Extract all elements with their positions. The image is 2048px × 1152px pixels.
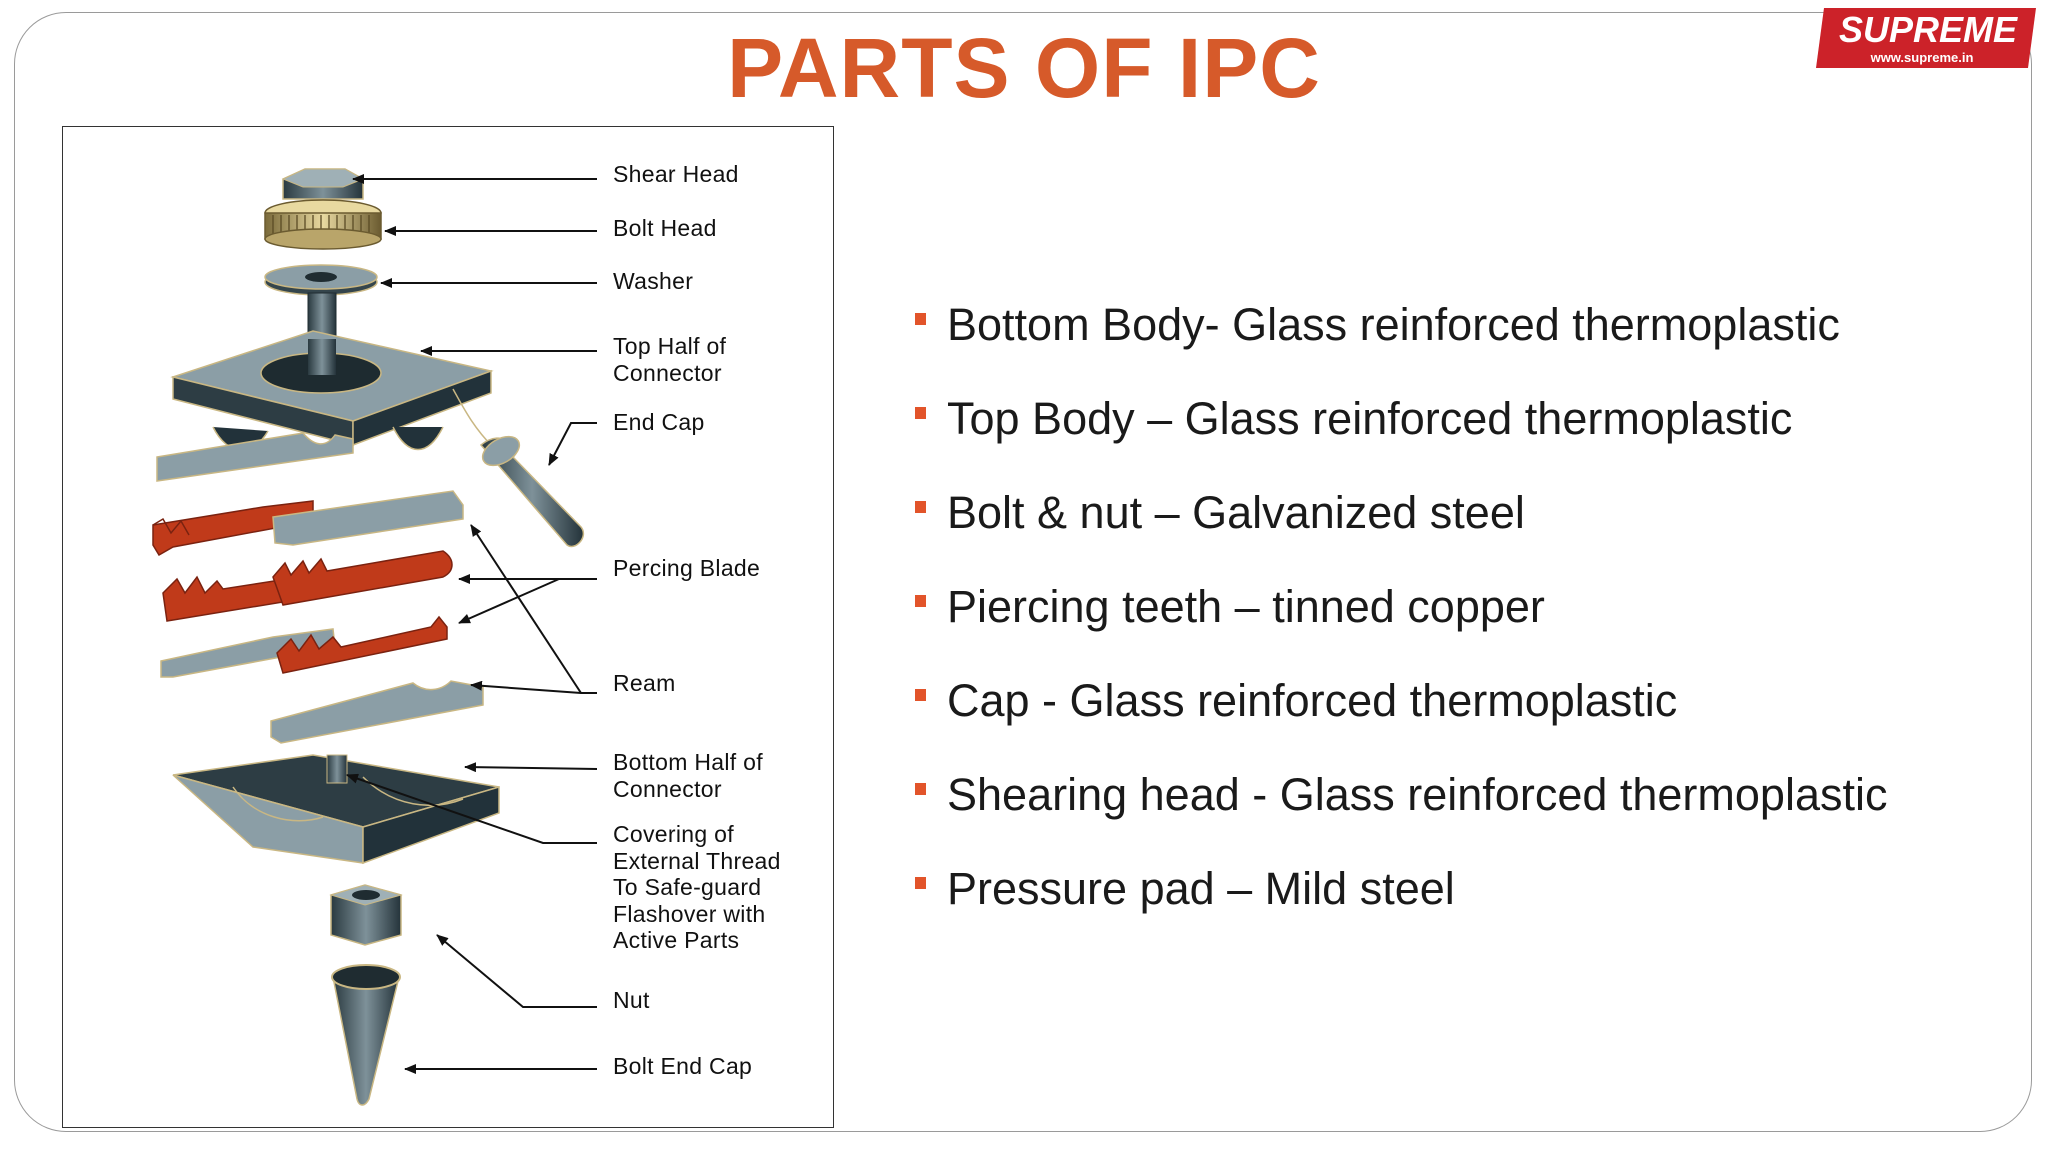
top-half-connector-part <box>173 331 493 450</box>
bolt-end-cap-part <box>332 965 400 1105</box>
bullet-marker <box>915 501 926 513</box>
ream-plate <box>273 491 463 545</box>
materials-list: Bottom Body- Glass reinforced thermoplas… <box>912 296 1887 954</box>
logo-brand: SUPREME <box>1839 9 2018 50</box>
logo-url: www.supreme.in <box>1870 50 1974 65</box>
list-item-text: Shearing head - Glass reinforced thermop… <box>947 769 1887 820</box>
washer-part <box>265 265 377 295</box>
bullet-marker <box>915 313 926 325</box>
label-bolt-end-cap: Bolt End Cap <box>613 1053 752 1080</box>
list-item-text: Pressure pad – Mild steel <box>947 863 1455 914</box>
label-washer: Washer <box>613 268 693 295</box>
diagram-drawing <box>63 127 835 1129</box>
bullet-marker <box>915 595 926 607</box>
list-item-text: Piercing teeth – tinned copper <box>947 581 1545 632</box>
bottom-half-connector-part <box>173 755 499 863</box>
supreme-logo: SUPREME www.supreme.in <box>1810 4 2040 70</box>
ream-plate <box>271 681 483 743</box>
bullet-marker <box>915 783 926 795</box>
list-item-text: Cap - Glass reinforced thermoplastic <box>947 675 1677 726</box>
list-item: Shearing head - Glass reinforced thermop… <box>912 766 1887 860</box>
label-shear-head: Shear Head <box>613 161 739 188</box>
shear-head-part <box>283 169 363 199</box>
list-item-text: Bottom Body- Glass reinforced thermoplas… <box>947 299 1840 350</box>
label-bottom-half-connector: Bottom Half of Connector <box>613 749 763 802</box>
bullet-marker <box>915 877 926 889</box>
label-end-cap: End Cap <box>613 409 705 436</box>
bullet-marker <box>915 689 926 701</box>
ream-plate <box>157 433 353 481</box>
list-item: Bolt & nut – Galvanized steel <box>912 484 1887 578</box>
nut-part <box>331 885 401 945</box>
label-covering: Covering of External Thread To Safe-guar… <box>613 821 781 954</box>
end-cap-part <box>478 431 584 547</box>
label-top-half-connector: Top Half of Connector <box>613 333 726 386</box>
list-item: Top Body – Glass reinforced thermoplasti… <box>912 390 1887 484</box>
label-nut: Nut <box>613 987 650 1014</box>
list-item-text: Bolt & nut – Galvanized steel <box>947 487 1525 538</box>
piercing-blade-part <box>163 551 452 621</box>
slide-title: PARTS OF IPC <box>0 20 2048 117</box>
ipc-exploded-diagram: Shear Head Bolt Head Washer Top Half of … <box>62 126 834 1128</box>
bullet-marker <box>915 407 926 419</box>
list-item: Piercing teeth – tinned copper <box>912 578 1887 672</box>
bolt-head-part <box>265 200 381 249</box>
list-item: Cap - Glass reinforced thermoplastic <box>912 672 1887 766</box>
label-bolt-head: Bolt Head <box>613 215 717 242</box>
list-item: Pressure pad – Mild steel <box>912 860 1887 954</box>
list-item-text: Top Body – Glass reinforced thermoplasti… <box>947 393 1792 444</box>
label-ream: Ream <box>613 670 676 697</box>
label-piercing-blade: Percing Blade <box>613 555 760 582</box>
list-item: Bottom Body- Glass reinforced thermoplas… <box>912 296 1887 390</box>
